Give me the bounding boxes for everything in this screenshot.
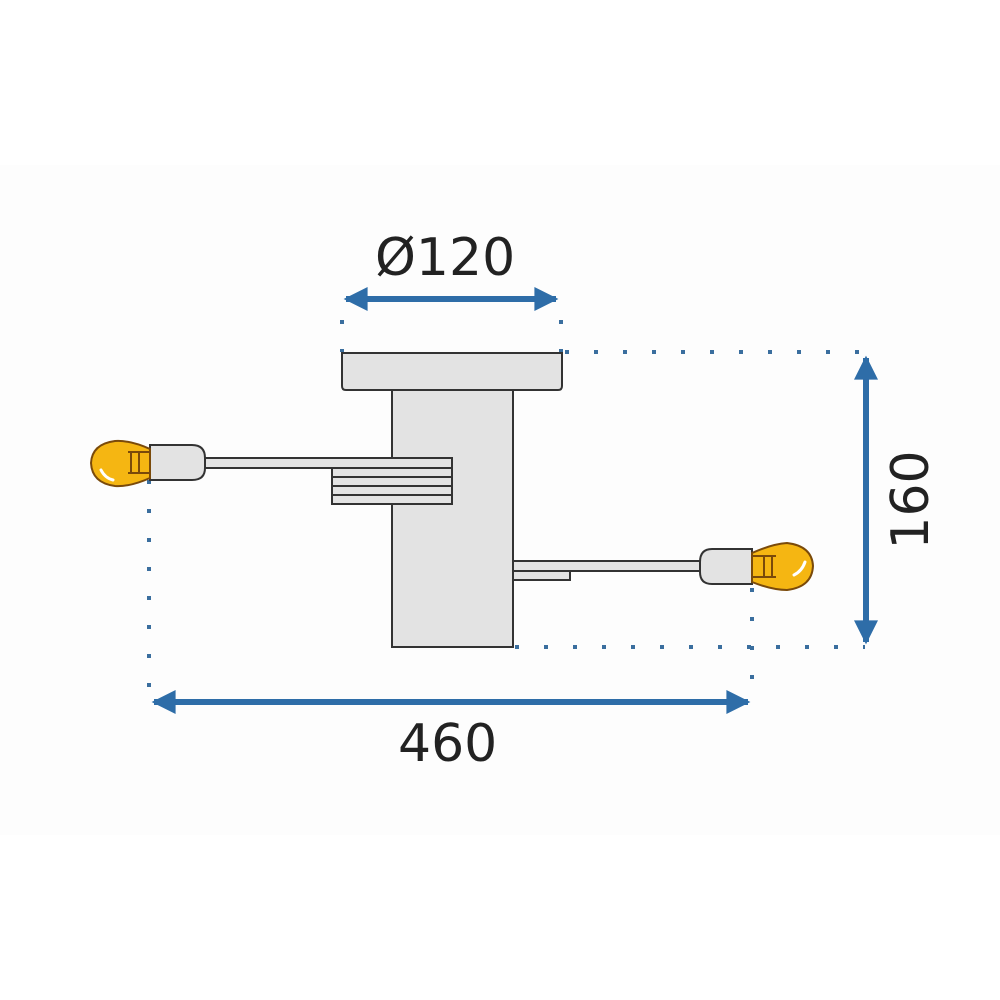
right-socket — [699, 548, 753, 585]
diameter-label: Ø120 — [375, 228, 516, 288]
left-bulb-icon — [89, 439, 151, 488]
ceiling-canopy — [341, 352, 563, 391]
right-arm-rod — [512, 560, 704, 572]
left-arm-rod — [202, 457, 453, 469]
lamp-fixture — [149, 352, 753, 648]
width-label: 460 — [398, 714, 498, 774]
dimension-arrows — [151, 287, 878, 714]
dotted-guides — [147, 320, 865, 690]
central-column — [391, 389, 514, 648]
left-arm-block — [331, 467, 453, 505]
height-label: 160 — [881, 450, 941, 550]
right-arm-block — [512, 570, 571, 581]
left-socket — [149, 444, 206, 481]
right-bulb-icon — [751, 541, 815, 592]
